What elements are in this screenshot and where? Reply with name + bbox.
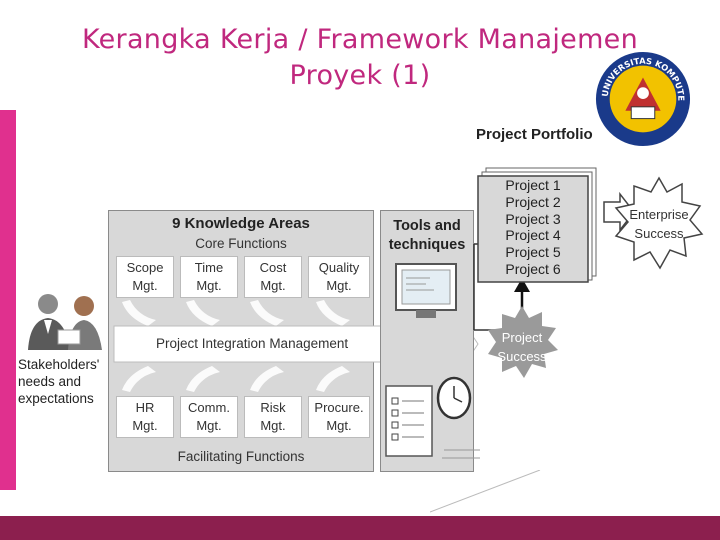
portfolio-stack: [477, 167, 597, 283]
enterprise-success-label: Enterprise Success: [614, 205, 704, 243]
scope-mgt-cell: Scope Mgt.: [116, 256, 174, 298]
integration-management-label: Project Integration Management: [156, 336, 349, 351]
enterprise-success-burst: [614, 176, 704, 270]
time-mgt-cell: Time Mgt.: [180, 256, 238, 298]
cell-label: HR: [135, 400, 155, 415]
hr-mgt-cell: HR Mgt.: [116, 396, 174, 438]
cell-label: Mgt.: [196, 418, 222, 433]
cell-label: Comm.: [188, 400, 230, 415]
risk-mgt-cell: Risk Mgt.: [244, 396, 302, 438]
stakeholders-line-2: needs and: [18, 374, 82, 389]
portfolio-item: Project 4: [505, 227, 561, 244]
tools-line-2: techniques: [388, 237, 466, 253]
pink-accent-band: [0, 110, 16, 490]
university-logo: UNIVERSITAS KOMPUTER INDONESIA: [594, 50, 691, 147]
cell-label: Scope: [126, 260, 164, 275]
checklist-clock-icon: [385, 376, 480, 459]
enterprise-success-line-2: Success: [634, 226, 684, 241]
cell-label: Quality: [318, 260, 360, 275]
stakeholders-line-1: Stakeholders': [18, 357, 100, 372]
cost-mgt-cell: Cost Mgt.: [244, 256, 302, 298]
cell-label: Procure.: [314, 400, 364, 415]
project-success-label: Project Success: [484, 328, 560, 366]
cell-label: Mgt.: [132, 418, 158, 433]
stakeholders-label: Stakeholders' needs and expectations: [18, 356, 118, 407]
cell-label: Risk: [260, 400, 286, 415]
portfolio-item: Project 2: [505, 193, 561, 210]
tools-techniques-label: Tools and techniques: [380, 217, 474, 255]
cell-label: Time: [194, 260, 224, 275]
portfolio-item: Project 6: [505, 260, 561, 277]
project-success-line-1: Project: [501, 330, 543, 345]
portfolio-item: Project 3: [505, 210, 561, 227]
cell-label: Mgt.: [326, 278, 352, 293]
computer-icon: [395, 263, 457, 318]
cell-label: Cost: [259, 260, 287, 275]
portfolio-item: Project 5: [505, 244, 561, 261]
cell-label: Mgt.: [326, 418, 352, 433]
slide-title-line-2: Proyek (1): [289, 60, 431, 91]
facilitating-functions-label: Facilitating Functions: [177, 449, 305, 464]
portfolio-list: Project 1 Project 2 Project 3 Project 4 …: [478, 177, 588, 278]
stakeholders-icon: [28, 294, 102, 350]
project-portfolio-title: Project Portfolio: [476, 126, 593, 143]
bottom-bar: [0, 516, 720, 540]
knowledge-areas-title: 9 Knowledge Areas: [172, 215, 310, 232]
slide-title: Kerangka Kerja / Framework Manajemen Pro…: [20, 22, 700, 94]
slide-title-line-1: Kerangka Kerja / Framework Manajemen: [81, 24, 639, 55]
cell-label: Mgt.: [132, 278, 158, 293]
comm-mgt-cell: Comm. Mgt.: [180, 396, 238, 438]
cell-label: Mgt.: [196, 278, 222, 293]
core-functions-label: Core Functions: [195, 236, 287, 251]
enterprise-success-line-1: Enterprise: [629, 207, 689, 222]
quality-mgt-cell: Quality Mgt.: [308, 256, 370, 298]
project-success-burst: [488, 306, 558, 378]
accent-line: [430, 470, 541, 513]
cell-label: Mgt.: [260, 418, 286, 433]
tools-line-1: Tools and: [393, 218, 461, 234]
project-success-line-2: Success: [497, 349, 547, 364]
portfolio-item: Project 1: [505, 177, 561, 193]
cell-label: Mgt.: [260, 278, 286, 293]
procure-mgt-cell: Procure. Mgt.: [308, 396, 370, 438]
stakeholders-line-3: expectations: [18, 391, 94, 406]
